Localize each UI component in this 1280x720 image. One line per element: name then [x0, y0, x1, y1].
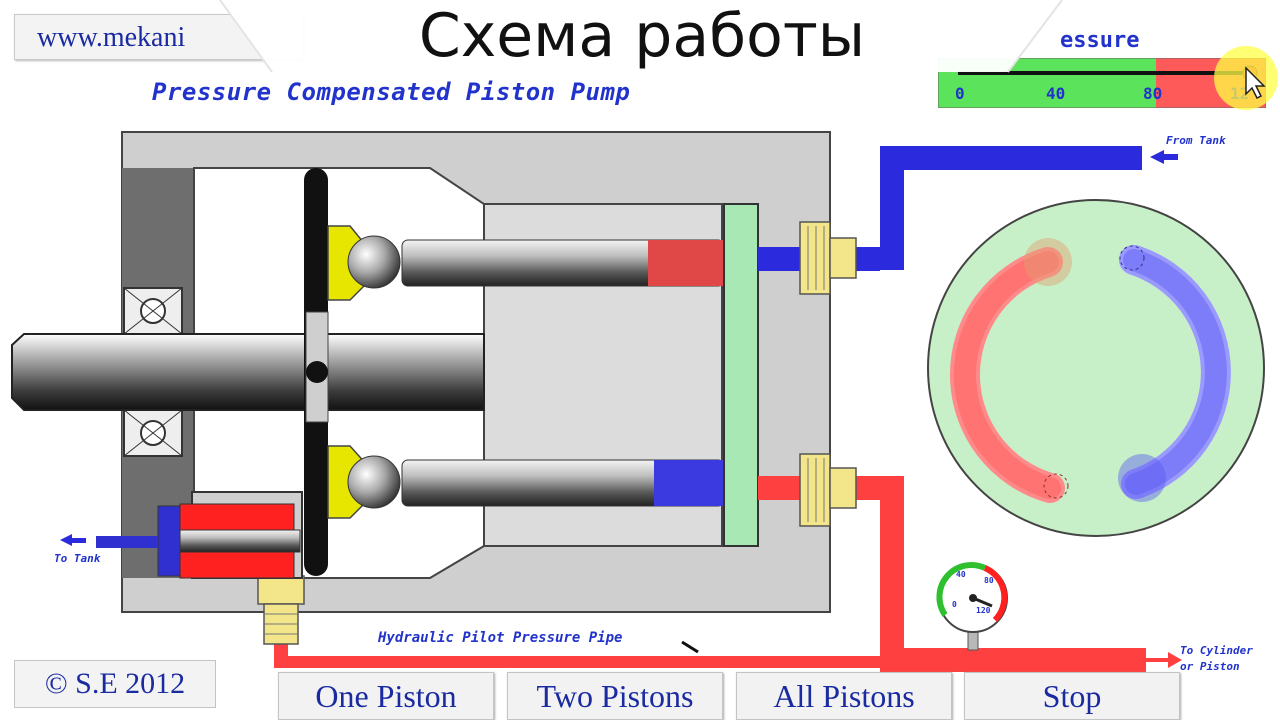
stop-button[interactable]: Stop — [964, 672, 1180, 720]
gauge-label-0: 0 — [952, 600, 957, 609]
valve-plate-end-view — [927, 199, 1265, 537]
cursor-highlight — [1214, 46, 1278, 110]
pressure-scale-title: essure — [1060, 28, 1140, 53]
lower-piston-shoe — [327, 445, 401, 519]
all-pistons-button[interactable]: All Pistons — [736, 672, 952, 720]
pilot-label-pointer — [681, 640, 699, 654]
scale-label-0: 0 — [955, 84, 965, 103]
pressure-gauge — [936, 561, 1008, 651]
pilot-fitting — [257, 575, 305, 645]
to-tank-arrow — [60, 534, 72, 546]
to-tank-arrow-tail — [72, 538, 86, 543]
upper-fitting — [799, 221, 857, 295]
suction-line — [758, 146, 1178, 271]
pilot-pipe-label: Hydraulic Pilot Pressure Pipe — [378, 630, 623, 646]
or-piston-label: or Piston — [1180, 660, 1240, 673]
lower-fitting — [799, 453, 857, 527]
upper-piston — [401, 239, 725, 287]
diagram-subtitle: Pressure Compensated Piston Pump — [152, 78, 631, 106]
valve-plate — [723, 203, 759, 547]
scale-label-80: 80 — [1143, 84, 1163, 103]
gauge-label-80: 80 — [984, 576, 994, 585]
banner-title: Схема работы — [418, 1, 866, 71]
one-piston-button[interactable]: One Piston — [278, 672, 494, 720]
lower-piston — [401, 459, 725, 507]
gauge-label-120: 120 — [976, 606, 991, 615]
upper-bearing — [123, 287, 183, 335]
compensator-cylinder — [96, 491, 303, 579]
two-pistons-button[interactable]: Two Pistons — [507, 672, 723, 720]
to-tank-label: To Tank — [54, 552, 101, 565]
from-tank-label: From Tank — [1166, 134, 1226, 147]
to-cylinder-label: To Cylinder — [1180, 644, 1253, 657]
scale-label-40: 40 — [1046, 84, 1066, 103]
gauge-label-40: 40 — [956, 570, 966, 579]
swash-plate — [304, 168, 329, 576]
lower-bearing — [123, 409, 183, 457]
copyright-box: © S.E 2012 — [14, 660, 216, 708]
upper-piston-shoe — [327, 225, 401, 301]
drive-shaft — [11, 333, 485, 411]
pressure-line — [274, 476, 1182, 672]
